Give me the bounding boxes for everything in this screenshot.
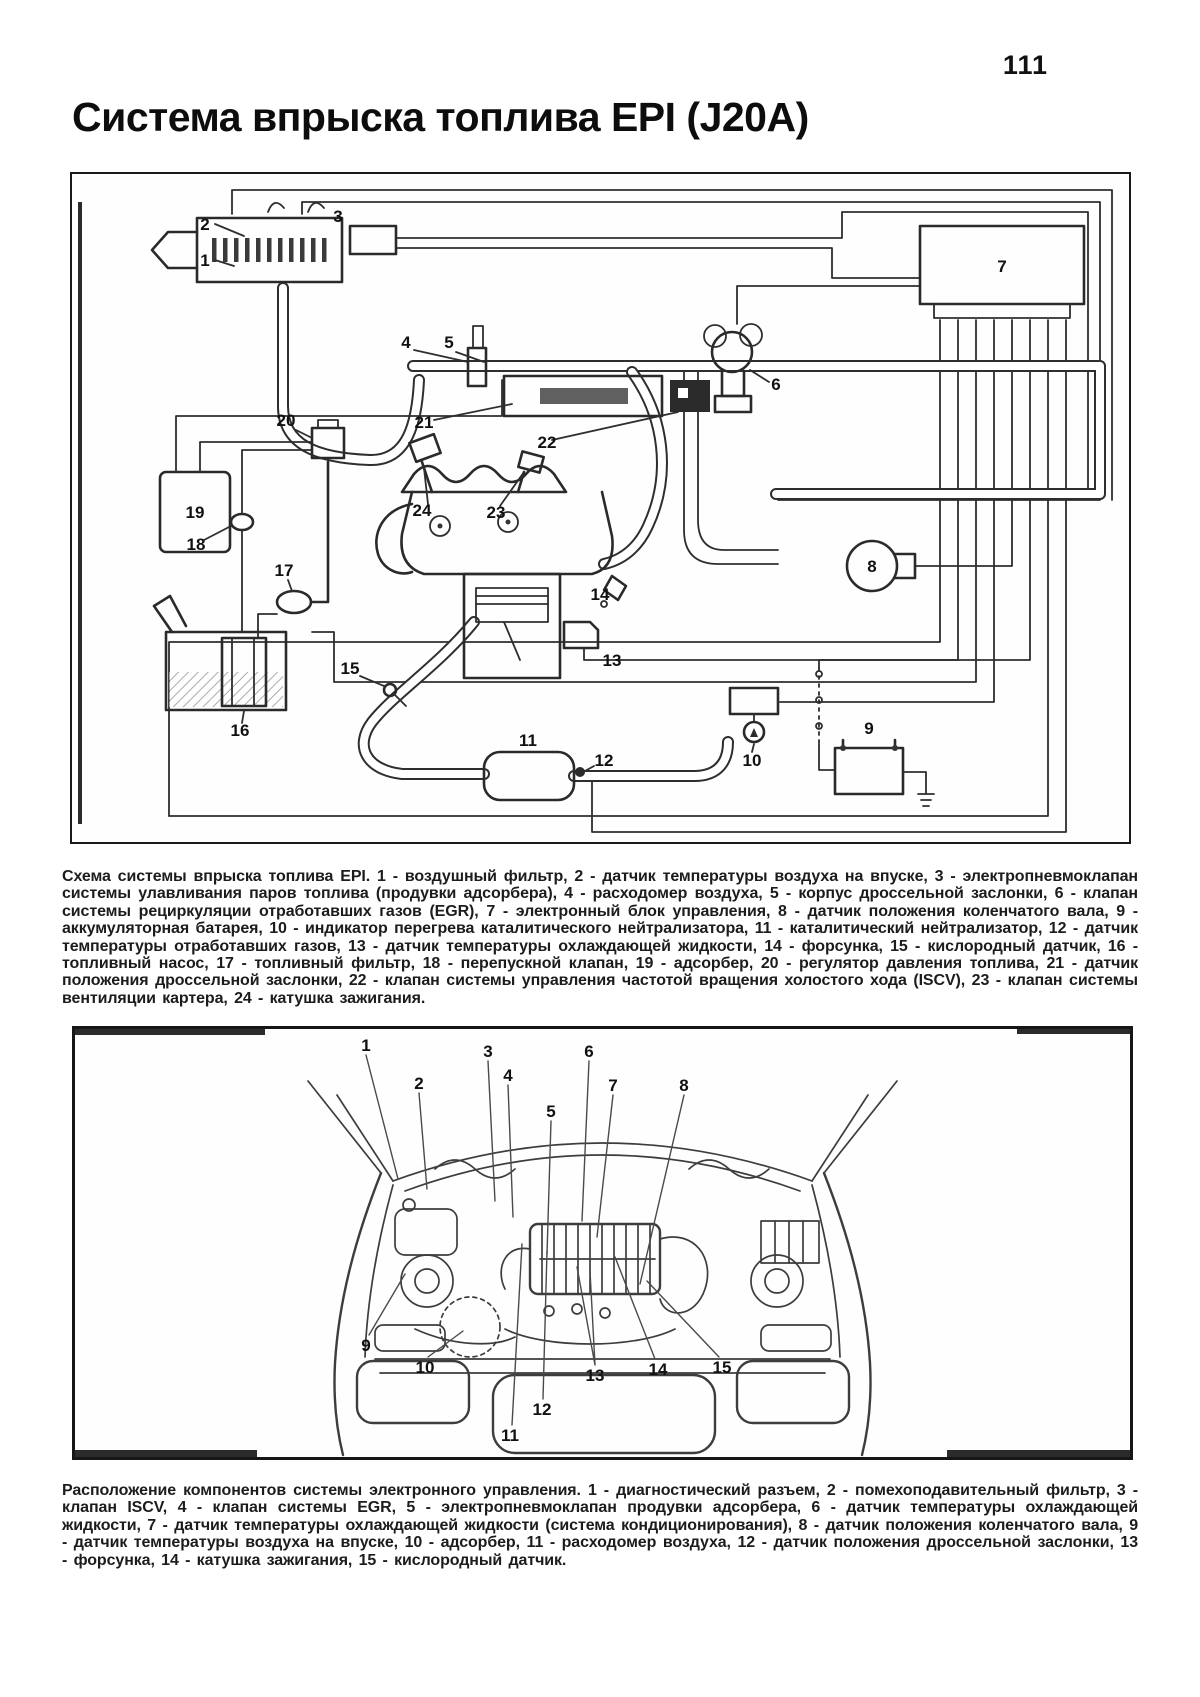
- relay-box: [760, 1220, 820, 1264]
- d1-label-13: 13: [603, 651, 622, 670]
- ignition-coil: [408, 432, 442, 505]
- engine-bay-components: [374, 1198, 832, 1358]
- d2-label-15: 15: [713, 1358, 732, 1377]
- engine-assembly: [414, 1222, 709, 1345]
- d1-label-19: 19: [186, 503, 205, 522]
- battery: [815, 667, 935, 807]
- d1-label-3: 3: [333, 207, 342, 226]
- d1-label-9: 9: [864, 719, 873, 738]
- egr-valve: [703, 323, 770, 414]
- d1-label-23: 23: [487, 503, 506, 522]
- d2-label-5: 5: [546, 1102, 555, 1121]
- oxygen-sensor: [359, 675, 407, 707]
- schematic-drawing: 1 2 3 4 5 6 7 8 9 10 11 12 13 14 15 16 1…: [78, 189, 1113, 833]
- d1-label-16: 16: [231, 721, 250, 740]
- catalytic-converter: [482, 750, 595, 802]
- d2-label-2: 2: [414, 1074, 423, 1093]
- overheat-indicator: [728, 686, 780, 753]
- intake-and-exhaust-pipes: [277, 282, 1106, 782]
- layout-callout-labels: 1 2 3 4 5 6 7 8 9 10 11 12 13 14 15: [361, 1036, 731, 1445]
- d1-label-8: 8: [867, 557, 876, 576]
- engine-bay-drawing: 1 2 3 4 5 6 7 8 9 10 11 12 13 14 15: [75, 1029, 1130, 1457]
- car-body-outline: [307, 1080, 898, 1457]
- d1-label-15: 15: [341, 659, 360, 678]
- d2-label-8: 8: [679, 1076, 688, 1095]
- adsorber-canister: [158, 379, 503, 554]
- ecu-box: [918, 224, 1086, 319]
- throttle-position-sensor: [433, 374, 664, 421]
- d2-label-9: 9: [361, 1336, 370, 1355]
- injector: [600, 574, 628, 608]
- d2-label-13: 13: [586, 1366, 605, 1385]
- fuel-injection-schematic: 1 2 3 4 5 6 7 8 9 10 11 12 13 14 15 16 1…: [70, 172, 1131, 844]
- d2-label-4: 4: [503, 1066, 513, 1085]
- page-title: Система впрыска топлива EPI (J20A): [72, 94, 809, 140]
- d1-label-1: 1: [200, 251, 209, 270]
- scan-edge-marks: [75, 1029, 1130, 1457]
- fuel-filter: [257, 460, 330, 639]
- d2-label-3: 3: [483, 1042, 492, 1061]
- purge-valve: [348, 224, 398, 256]
- pcv-valve: [499, 450, 545, 507]
- d2-label-1: 1: [361, 1036, 370, 1055]
- d1-label-2: 2: [200, 215, 209, 234]
- fuel-pressure-regulator: [295, 419, 346, 460]
- headlight-left: [374, 1324, 446, 1352]
- air-filter: [150, 202, 344, 284]
- d1-label-5: 5: [444, 333, 453, 352]
- leader-lines: [365, 1054, 720, 1426]
- fuel-tank: [152, 594, 288, 724]
- d1-label-12: 12: [595, 751, 614, 770]
- exhaust-temp-sensor: [575, 767, 585, 777]
- scan-edge-mark: [78, 202, 82, 824]
- d2-label-14: 14: [649, 1360, 668, 1379]
- d1-label-18: 18: [187, 535, 206, 554]
- coolant-temp-sensor: [562, 620, 600, 650]
- figure2-caption: Расположение компонентов системы электро…: [62, 1482, 1138, 1569]
- crankshaft-sensor: [845, 539, 917, 593]
- strut-tower-right: [750, 1254, 804, 1308]
- engine-block: [375, 432, 628, 680]
- washer-tank: [394, 1208, 458, 1256]
- throttle-body: [413, 325, 488, 388]
- d1-label-22: 22: [538, 433, 557, 452]
- d1-label-4: 4: [401, 333, 411, 352]
- air-cleaner: [439, 1296, 501, 1358]
- d1-label-24: 24: [413, 501, 432, 520]
- page-number: 111: [1002, 50, 1048, 80]
- fuel-pump: [220, 636, 268, 708]
- headlight-right: [760, 1324, 832, 1352]
- d1-label-7: 7: [997, 257, 1006, 276]
- engine-bay-layout: 1 2 3 4 5 6 7 8 9 10 11 12 13 14 15: [72, 1026, 1133, 1460]
- d2-label-12: 12: [533, 1400, 552, 1419]
- ground-symbol: [902, 771, 935, 807]
- d1-label-10: 10: [743, 751, 762, 770]
- front-bumper-grille: [355, 1359, 851, 1455]
- d1-label-14: 14: [591, 585, 610, 604]
- figure1-caption: Схема системы впрыска топлива EPI. 1 - в…: [62, 868, 1138, 1007]
- d1-label-17: 17: [275, 561, 294, 580]
- schematic-callout-labels: 1 2 3 4 5 6 7 8 9 10 11 12 13 14 15 16 1…: [186, 207, 1007, 770]
- d2-label-10: 10: [416, 1358, 435, 1377]
- d1-label-21: 21: [415, 413, 434, 432]
- d2-label-11: 11: [501, 1426, 519, 1445]
- wiring-harness: [168, 189, 1113, 833]
- d1-label-11: 11: [519, 731, 537, 750]
- d2-label-7: 7: [608, 1076, 617, 1095]
- d1-label-20: 20: [277, 411, 296, 430]
- iscv-valve: [551, 380, 710, 441]
- bypass-valve: [203, 449, 313, 633]
- strut-tower-left: [400, 1254, 454, 1308]
- d2-label-6: 6: [584, 1042, 593, 1061]
- d1-label-6: 6: [771, 375, 780, 394]
